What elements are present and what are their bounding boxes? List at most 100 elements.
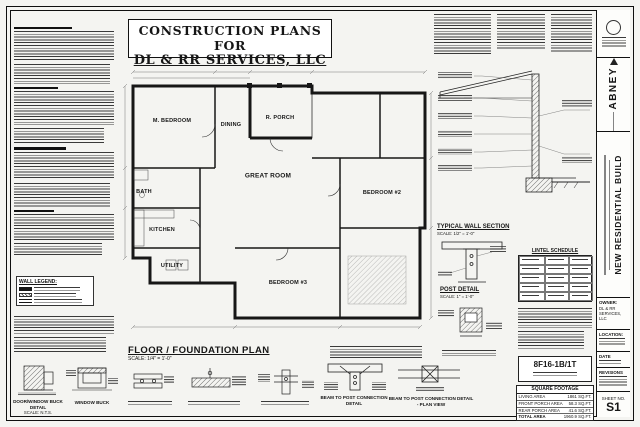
- door-buck-drawing: [18, 365, 56, 396]
- room-label-bedroom2: BEDROOM #2: [362, 190, 402, 196]
- sheet-number: S1: [606, 399, 621, 414]
- detail-label: [128, 401, 172, 406]
- sheet-number-box: SHEET NO. S1: [597, 392, 630, 417]
- notes-paragraph: [14, 213, 114, 240]
- notes-paragraph: [434, 14, 492, 54]
- legend-desc: [34, 299, 82, 303]
- beam-post-title: BEAM TO POST CONNECTION DETAIL: [320, 395, 388, 406]
- notes-paragraph: [14, 337, 106, 353]
- general-notes-column: [14, 24, 118, 257]
- plan-title: FLOOR / FOUNDATION PLAN: [128, 345, 270, 356]
- notes-paragraph: [14, 242, 102, 257]
- room-label-dining: DINING: [220, 122, 242, 128]
- post-detail-title: POST DETAIL: [440, 287, 480, 293]
- square-footage-row: LIVING AREA 1861 SQ.FT.: [517, 394, 593, 400]
- square-footage-title: SQUARE FOOTAGE: [517, 386, 593, 394]
- room-label-bedroom3: BEDROOM #3: [268, 280, 308, 286]
- room-label-kitchen: KITCHEN: [149, 227, 175, 233]
- firm-address: [612, 111, 615, 131]
- sheet-title-line1: CONSTRUCTION PLANS FOR: [138, 23, 322, 53]
- legend-swatch-frame: [19, 299, 32, 303]
- floor-plan-drawing: [122, 69, 434, 330]
- beam-post-detail: [322, 358, 388, 394]
- notes-paragraph: [14, 151, 114, 180]
- location-label: LOCATION:: [599, 332, 624, 337]
- notes-paragraph: [14, 91, 114, 126]
- lintel-detail-drawing: [438, 307, 502, 337]
- designator-caption: [533, 372, 577, 376]
- wall-section-label: TYPICAL WALL SECTION SCALE: 1/2" = 1'-0": [437, 224, 509, 236]
- door-buck-detail: [16, 360, 60, 398]
- owner-box: OWNER: DL & RR SERVICES, LLC: [597, 298, 630, 330]
- door-buck-label: DOOR/WINDOW BUCK DETAIL SCALE: N.T.S.: [6, 399, 70, 416]
- notes-paragraph: [14, 128, 104, 145]
- square-footage-table: SQUARE FOOTAGE LIVING AREA 1861 SQ.FT. F…: [516, 385, 594, 422]
- wall-section-detail: [434, 56, 594, 222]
- notes-lower-left: [14, 316, 118, 353]
- notes-paragraph: [14, 182, 110, 207]
- beam-post-label: BEAM TO POST CONNECTION DETAIL: [314, 395, 394, 406]
- owner-name: DL & RR SERVICES, LLC: [599, 306, 622, 321]
- beam-post-drawing: [324, 363, 386, 391]
- location-box: LOCATION:: [597, 330, 630, 352]
- square-footage-row: REAR PORCH AREA 41.6 SQ.FT.: [517, 406, 593, 414]
- date-value: [599, 360, 621, 364]
- wall-legend-row: [19, 299, 91, 303]
- legend-desc: [34, 293, 76, 297]
- plate-connection-drawing: [133, 373, 174, 389]
- sf-value: 58.3 SQ.FT.: [568, 400, 592, 406]
- wall-section-title: TYPICAL WALL SECTION: [437, 224, 510, 230]
- notes-heading-bar: [14, 209, 54, 212]
- sheet-border-outer: [6, 6, 634, 421]
- wall-section-drawing: [438, 70, 592, 193]
- date-box: DATE: [597, 352, 630, 368]
- plan-title-area: FLOOR / FOUNDATION PLAN SCALE: 1/4" = 1'…: [128, 345, 270, 362]
- floor-plan: M. BEDROOM DINING R. PORCH GREAT ROOM KI…: [118, 64, 438, 336]
- notes-paragraph: [518, 331, 584, 349]
- notes-paragraph: [14, 316, 114, 334]
- firm-box: ABNEY: [597, 58, 630, 132]
- beam-post-plan-drawing: [398, 365, 460, 391]
- notes-top-right: [434, 14, 592, 54]
- wall-legend-row: [19, 293, 91, 297]
- title-block: ABNEY NEW RESIDENTIAL BUILD OWNER: DL & …: [596, 10, 630, 417]
- lintel-detail-label: [442, 350, 496, 356]
- revisions-box: REVISIONS: [597, 368, 630, 392]
- wall-legend-title: WALL LEGEND:: [19, 279, 57, 285]
- notes-heading-bar: [14, 87, 58, 90]
- post-detail-scale: SCALE: 1" = 1'-0": [440, 294, 474, 299]
- strap-connection-detail: [256, 366, 316, 406]
- window-buck-label: WINDOW BUCK: [66, 400, 118, 406]
- sf-value: 1960.9 SQ.FT.: [563, 414, 592, 420]
- sheet-no-label: SHEET NO.: [601, 395, 626, 401]
- room-label-utility: UTILITY: [160, 263, 184, 269]
- sf-label: REAR PORCH AREA: [518, 407, 560, 413]
- engineer-seal: [606, 20, 621, 35]
- window-buck-drawing: [66, 367, 118, 391]
- sheet-contents-text: [603, 154, 606, 275]
- notes-paragraph: [518, 308, 592, 328]
- firm-name: ABNEY: [608, 67, 619, 110]
- bond-beam-anchor-detail: [184, 366, 248, 406]
- notes-paragraph: [550, 14, 592, 52]
- post-detail-label: POST DETAIL SCALE: 1" = 1'-0": [440, 287, 479, 299]
- beam-post-plan-title: BEAM TO POST CONNECTION DETAIL - PLAN VI…: [388, 396, 474, 407]
- legend-swatch-hatch: [19, 293, 32, 297]
- sf-label: LIVING AREA: [518, 394, 546, 399]
- sf-value: 1861 SQ.FT.: [567, 394, 592, 399]
- wall-legend-row: [19, 287, 91, 291]
- designator-box: 8F16-1B/1T: [518, 356, 592, 382]
- door-buck-scale: SCALE: N.T.S.: [23, 410, 53, 416]
- notes-mid-right: [518, 308, 592, 349]
- window-buck-title: WINDOW BUCK: [74, 400, 110, 405]
- owner-label: OWNER:: [599, 300, 618, 305]
- notes-paragraph: [497, 14, 545, 50]
- revisions-list: [599, 376, 627, 386]
- notes-heading-bar: [14, 147, 66, 150]
- seal-box: [597, 10, 630, 58]
- revisions-label: REVISIONS: [599, 370, 623, 375]
- lintel-detail: [436, 302, 506, 356]
- sf-label: FRONT PORCH AREA: [518, 400, 563, 406]
- beam-post-plan-detail: [394, 356, 464, 394]
- lintel-schedule-grid: [518, 255, 593, 302]
